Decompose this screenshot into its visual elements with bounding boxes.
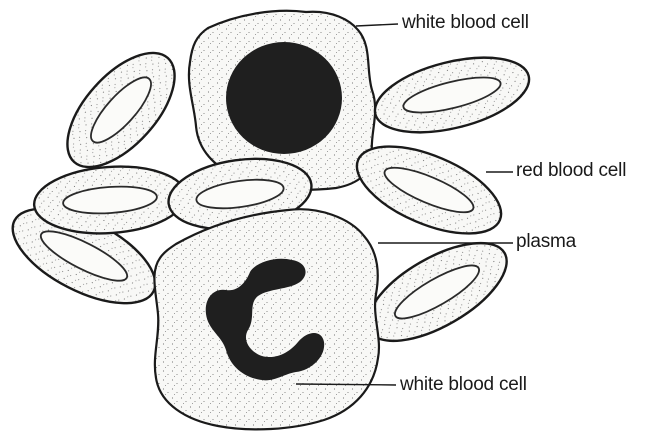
- red-blood-cell: [48, 35, 194, 186]
- pointer-line-white-blood-cell-top: [356, 24, 398, 26]
- label-plasma: plasma: [516, 231, 576, 253]
- red-blood-cell: [367, 44, 536, 146]
- label-red-blood-cell: red blood cell: [516, 160, 626, 182]
- white-blood-cell-lobed-nucleus: [154, 209, 379, 429]
- white-blood-cell-membrane: [154, 209, 379, 429]
- white-blood-cell-nucleus: [226, 42, 342, 154]
- red-blood-cell: [32, 162, 188, 238]
- pointer-line-white-blood-cell-bottom: [296, 384, 396, 385]
- label-white-blood-cell-bottom: white blood cell: [400, 374, 527, 396]
- label-white-blood-cell-top: white blood cell: [402, 12, 529, 34]
